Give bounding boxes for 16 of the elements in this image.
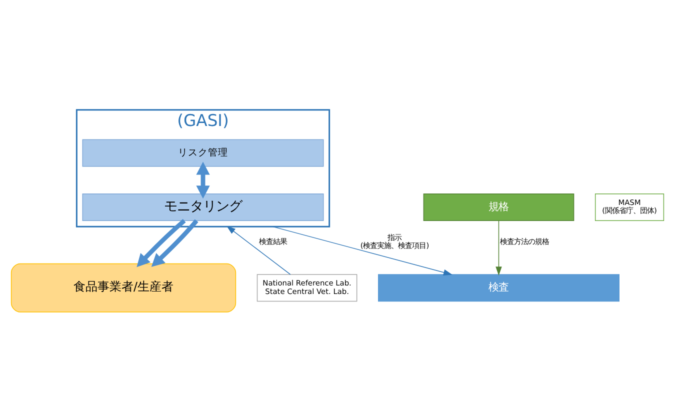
node-box: 規格 xyxy=(423,194,574,221)
edge-label: 検査結果 xyxy=(258,237,287,246)
arrow xyxy=(496,220,502,276)
arrow xyxy=(196,162,210,199)
edge-label: 指示 (検査実施、検査項目) xyxy=(360,232,430,250)
arrow xyxy=(136,219,186,268)
edge-label: 検査方法の規格 xyxy=(500,237,550,246)
arrow xyxy=(272,226,452,276)
node-box: モニタリング xyxy=(82,194,324,221)
arrow xyxy=(151,219,198,267)
node-box: リスク管理 xyxy=(82,139,324,167)
node-box: 検査 xyxy=(378,274,620,302)
arrow xyxy=(226,226,291,275)
node-box: National Reference Lab. State Central Vet. Lab. xyxy=(256,274,358,302)
node-box: 食品事業者/生産者 xyxy=(10,263,236,312)
node-box: MASM (関係省庁、団体) xyxy=(594,194,664,221)
